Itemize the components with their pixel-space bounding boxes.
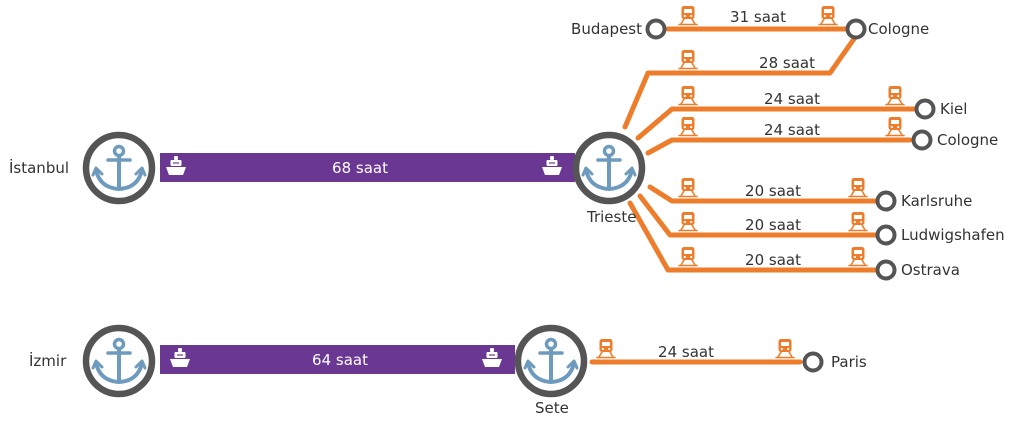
port-sete[interactable]: Sete — [514, 324, 588, 417]
train-icon — [775, 338, 795, 359]
rail-route-trieste-cologne-28: 28 saat — [622, 33, 859, 130]
rail-route-duration: 24 saat — [658, 343, 714, 361]
city-label: Paris — [831, 353, 867, 371]
rail-route-trieste-ludwigshafen: 20 saat — [637, 193, 881, 238]
train-icon — [848, 246, 868, 267]
rail-line — [622, 33, 859, 130]
train-icon — [678, 177, 698, 198]
city-label: Cologne — [937, 131, 998, 149]
rail-route-trieste-kiel: 24 saat — [635, 85, 917, 141]
city-cologne-top[interactable]: Cologne — [845, 18, 930, 40]
city-ring — [802, 351, 824, 373]
port-label: İzmir — [29, 351, 67, 370]
city-ring — [911, 129, 933, 151]
rail-route-duration: 31 saat — [730, 8, 786, 26]
port-istanbul[interactable]: İstanbul — [9, 131, 156, 205]
city-label: Cologne — [868, 20, 929, 38]
city-ludwigshafen[interactable]: Ludwigshafen — [875, 224, 1005, 246]
train-icon — [678, 116, 698, 137]
train-icon — [848, 211, 868, 232]
city-cologne[interactable]: Cologne — [911, 129, 999, 151]
rail-route-trieste-cologne-24: 24 saat — [645, 116, 913, 156]
rail-line — [627, 200, 881, 273]
rail-route-budapest-cologne: 31 saat — [665, 5, 851, 32]
train-icon — [678, 211, 698, 232]
train-icon — [678, 49, 698, 70]
rail-route-duration: 20 saat — [745, 251, 801, 269]
sea-route-istanbul-trieste: 68 saat — [160, 153, 575, 182]
train-icon — [885, 85, 905, 106]
city-ring — [914, 98, 936, 120]
rail-line — [647, 184, 881, 204]
train-icon — [678, 246, 698, 267]
city-label: Ludwigshafen — [901, 226, 1005, 244]
rail-route-trieste-ostrava: 20 saat — [627, 200, 881, 273]
city-ring — [875, 224, 897, 246]
rail-line — [645, 137, 913, 156]
sea-route-duration: 68 saat — [332, 159, 388, 177]
sea-route-bar — [160, 153, 575, 182]
port-label: İstanbul — [9, 158, 69, 177]
train-icon — [885, 116, 905, 137]
rail-route-duration: 20 saat — [745, 182, 801, 200]
port-trieste[interactable]: Trieste — [572, 131, 646, 226]
city-kiel[interactable]: Kiel — [914, 98, 968, 120]
city-ring — [645, 18, 667, 40]
sea-route-izmir-sete: 64 saat — [160, 345, 515, 374]
rail-route-trieste-karlsruhe: 20 saat — [647, 177, 881, 204]
city-ostrava[interactable]: Ostrava — [875, 259, 960, 281]
city-label: Kiel — [940, 100, 967, 118]
city-ring — [875, 190, 897, 212]
port-label: Sete — [535, 399, 569, 417]
train-icon — [848, 177, 868, 198]
rail-line — [637, 193, 881, 238]
rail-route-sete-paris: 24 saat — [589, 338, 803, 365]
rail-route-duration: 24 saat — [764, 121, 820, 139]
city-label: Budapest — [571, 20, 642, 38]
city-budapest[interactable]: Budapest — [571, 18, 667, 40]
city-ring — [845, 18, 867, 40]
rail-route-duration: 28 saat — [759, 54, 815, 72]
rail-line — [635, 106, 917, 141]
city-ring — [875, 259, 897, 281]
train-icon — [678, 85, 698, 106]
city-label: Ostrava — [901, 261, 960, 279]
train-icon — [818, 5, 838, 26]
rail-route-duration: 24 saat — [764, 90, 820, 108]
city-karlsruhe[interactable]: Karlsruhe — [875, 190, 973, 212]
rail-route-duration: 20 saat — [745, 216, 801, 234]
port-label: Trieste — [586, 208, 636, 226]
city-label: Karlsruhe — [901, 192, 972, 210]
train-icon — [678, 5, 698, 26]
sea-route-bar — [160, 345, 515, 374]
city-paris[interactable]: Paris — [802, 351, 867, 373]
port-izmir[interactable]: İzmir — [29, 324, 156, 398]
sea-route-duration: 64 saat — [312, 351, 368, 369]
train-icon — [596, 338, 616, 359]
